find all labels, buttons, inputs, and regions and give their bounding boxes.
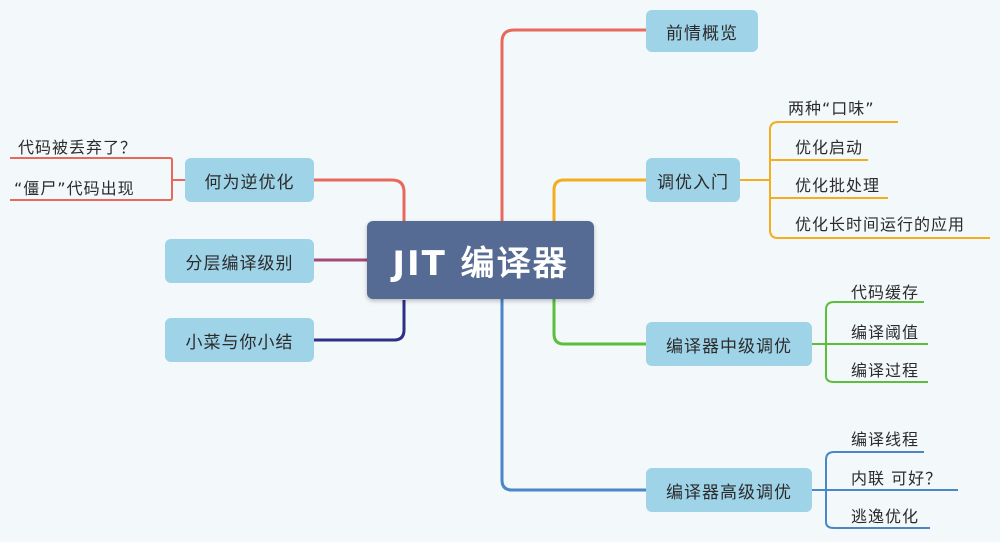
node-overview[interactable]: 前情概览	[646, 10, 758, 52]
leaf-two-flavors: 两种“口味”	[788, 99, 875, 118]
node-mid-tuning[interactable]: 编译器中级调优	[646, 322, 812, 366]
connector-overview	[500, 28, 646, 222]
connector-deopt	[314, 178, 406, 222]
leaf-code-discarded: 代码被丢弃了？	[18, 138, 138, 157]
connector-intro	[552, 178, 646, 222]
connector-mid-leaves	[812, 301, 928, 383]
connector-mid	[552, 298, 646, 346]
connector-intro-leaves	[740, 121, 990, 239]
leaf-optimize-long-running: 优化长时间运行的应用	[795, 215, 966, 234]
connector-deopt-leaves	[10, 157, 185, 201]
connector-adv	[500, 298, 646, 492]
leaf-optimize-batch: 优化批处理	[795, 176, 881, 195]
node-summary[interactable]: 小菜与你小结	[165, 318, 314, 362]
center-node-jit-compiler[interactable]: JIT 编译器	[367, 221, 594, 299]
leaf-compile-threshold: 编译阈值	[851, 323, 920, 342]
connector-summary	[314, 300, 406, 342]
leaf-compile-threads: 编译线程	[851, 430, 920, 449]
node-advanced-tuning[interactable]: 编译器高级调优	[646, 468, 812, 512]
leaf-escape-analysis: 逃逸优化	[851, 507, 920, 526]
leaf-zombie-code: “僵尸”代码出现	[14, 179, 135, 198]
leaf-optimize-startup: 优化启动	[795, 138, 864, 157]
leaf-inlining: 内联 可好？	[851, 469, 943, 488]
node-tuning-intro[interactable]: 调优入门	[646, 158, 740, 202]
node-tiered-compilation[interactable]: 分层编译级别	[165, 239, 314, 283]
leaf-code-cache: 代码缓存	[851, 283, 920, 302]
leaf-compile-process: 编译过程	[851, 361, 920, 380]
node-deopt[interactable]: 何为逆优化	[185, 158, 314, 202]
connector-adv-leaves	[812, 451, 958, 529]
